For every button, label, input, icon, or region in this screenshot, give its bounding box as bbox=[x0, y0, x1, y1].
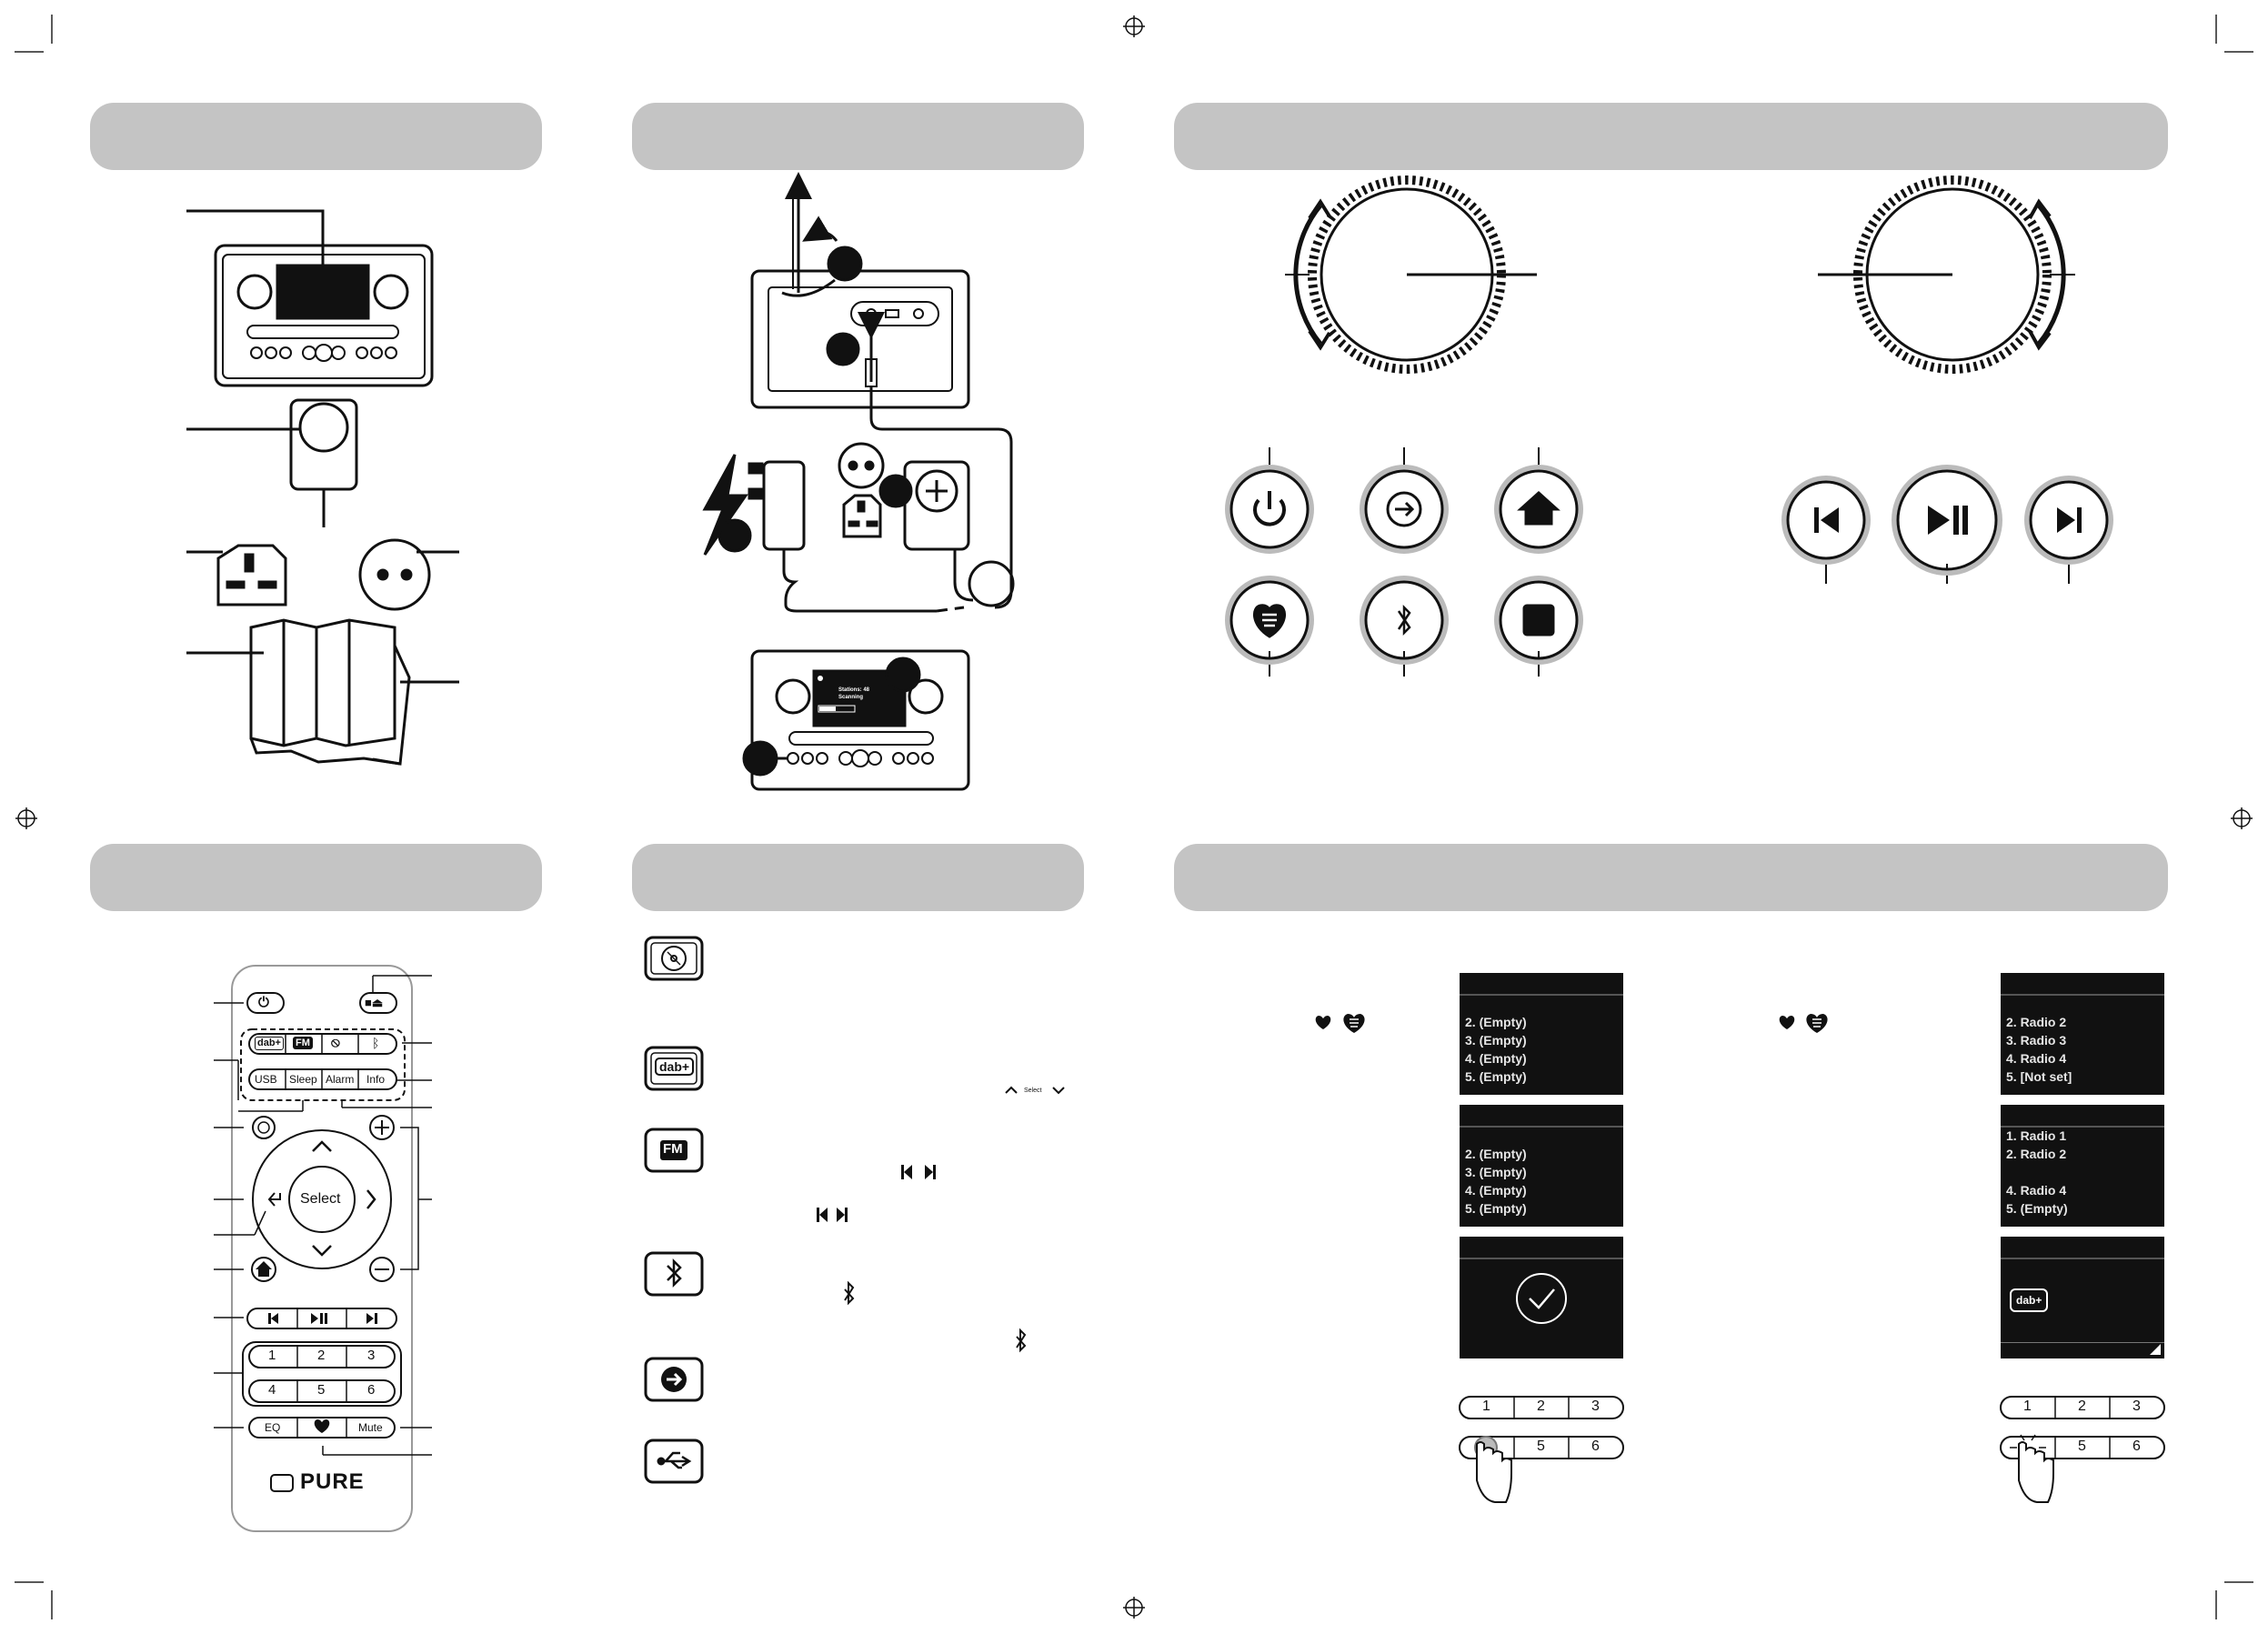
registration-target-icon bbox=[15, 15, 2253, 1619]
volume-dial-illustration bbox=[1285, 175, 1537, 374]
remote-dab-button[interactable]: dab+ bbox=[255, 1037, 284, 1050]
remote-eject-button[interactable]: ■⏏ bbox=[365, 996, 384, 1009]
keypad-left-5[interactable]: 5 bbox=[1537, 1439, 1545, 1454]
signal-icon bbox=[2150, 1344, 2161, 1355]
source-icons bbox=[644, 936, 1065, 1484]
screen-line: 3. (Empty) bbox=[1465, 1165, 1527, 1179]
remote-mute-button[interactable]: Mute bbox=[358, 1421, 383, 1434]
remote-control-illustration bbox=[214, 965, 432, 1532]
screen-line: 5. (Empty) bbox=[1465, 1069, 1527, 1084]
device-screen-content bbox=[818, 676, 856, 713]
box-contents-illustration bbox=[186, 209, 459, 766]
remote-preset-2[interactable]: 2 bbox=[317, 1348, 326, 1363]
checkmark-icon bbox=[1516, 1273, 1567, 1324]
device-screen-line2: Scanning bbox=[838, 695, 864, 700]
screen-line: 5. (Empty) bbox=[1465, 1201, 1527, 1216]
section-header-controls bbox=[1174, 103, 2168, 170]
remote-sleep-button[interactable]: Sleep bbox=[289, 1073, 317, 1086]
setup-illustration bbox=[702, 172, 1015, 791]
screen-line: 3. Radio 3 bbox=[2006, 1033, 2067, 1048]
screen-line: 2. (Empty) bbox=[1465, 1015, 1527, 1029]
keypad-right-6[interactable]: 6 bbox=[2133, 1439, 2141, 1454]
device-screen-line1: Stations: 48 bbox=[838, 687, 870, 693]
remote-fm-button[interactable]: FM bbox=[293, 1037, 313, 1049]
screen-line: 4. (Empty) bbox=[1465, 1183, 1527, 1198]
preset-screen-left-1: 2. (Empty) 3. (Empty) 4. (Empty) 5. (Emp… bbox=[1460, 973, 1623, 1095]
keypad-left-1[interactable]: 1 bbox=[1482, 1398, 1490, 1414]
keypad-left-2[interactable]: 2 bbox=[1537, 1398, 1545, 1414]
front-panel-buttons bbox=[1225, 447, 2113, 677]
fm-source-icon-label: FM bbox=[663, 1141, 683, 1157]
keypad-left-3[interactable]: 3 bbox=[1591, 1398, 1600, 1414]
keypad-right-5[interactable]: 5 bbox=[2078, 1439, 2086, 1454]
pure-logo: PURE bbox=[300, 1469, 365, 1494]
remote-info-button[interactable]: Info bbox=[366, 1073, 386, 1086]
screen-line: 2. Radio 2 bbox=[2006, 1015, 2067, 1029]
remote-eq-button[interactable]: EQ bbox=[265, 1421, 281, 1434]
screen-line: 2. Radio 2 bbox=[2006, 1147, 2067, 1161]
keypad-left-6[interactable]: 6 bbox=[1591, 1439, 1600, 1454]
tuning-dial-illustration bbox=[1818, 175, 2075, 374]
screen-line: 5. (Empty) bbox=[2006, 1201, 2068, 1216]
remote-preset-1[interactable]: 1 bbox=[268, 1348, 276, 1363]
preset-icons bbox=[1315, 1014, 1828, 1033]
section-header-box-contents bbox=[90, 103, 542, 170]
preset-screen-right-1: 2. Radio 2 3. Radio 3 4. Radio 4 5. [Not… bbox=[2001, 973, 2164, 1095]
screen-line: 2. (Empty) bbox=[1465, 1147, 1527, 1161]
remote-preset-3[interactable]: 3 bbox=[367, 1348, 376, 1363]
select-hint-text: Select bbox=[1024, 1088, 1042, 1094]
screen-line: 4. Radio 4 bbox=[2006, 1051, 2067, 1066]
remote-preset-6[interactable]: 6 bbox=[367, 1382, 376, 1398]
remote-preset-5[interactable]: 5 bbox=[317, 1382, 326, 1398]
screen-line: 4. (Empty) bbox=[1465, 1051, 1527, 1066]
section-header-setup bbox=[632, 103, 1084, 170]
keypad-right-3[interactable]: 3 bbox=[2133, 1398, 2141, 1414]
screen-line: 5. [Not set] bbox=[2006, 1069, 2072, 1084]
preset-screen-right-2: 1. Radio 1 2. Radio 2 4. Radio 4 5. (Emp… bbox=[2001, 1105, 2164, 1227]
preset-screen-right-3: dab+ bbox=[2001, 1237, 2164, 1358]
dab-logo: dab+ bbox=[2010, 1288, 2049, 1312]
dab-source-icon-label: dab+ bbox=[655, 1058, 695, 1076]
remote-power-button[interactable]: ⏻ bbox=[258, 995, 269, 1010]
preset-keypads bbox=[1459, 1396, 2165, 1503]
screen-line: 4. Radio 4 bbox=[2006, 1183, 2067, 1198]
screen-line: 1. Radio 1 bbox=[2006, 1128, 2067, 1143]
remote-cd-button[interactable]: ⦸ bbox=[331, 1035, 340, 1050]
keypad-right-2[interactable]: 2 bbox=[2078, 1398, 2086, 1414]
section-header-sources bbox=[632, 844, 1084, 911]
remote-usb-button[interactable]: USB bbox=[255, 1073, 277, 1086]
remote-alarm-button[interactable]: Alarm bbox=[326, 1073, 355, 1086]
section-header-presets bbox=[1174, 844, 2168, 911]
preset-screen-left-2: 2. (Empty) 3. (Empty) 4. (Empty) 5. (Emp… bbox=[1460, 1105, 1623, 1227]
preset-screen-left-3 bbox=[1460, 1237, 1623, 1358]
screen-line: 3. (Empty) bbox=[1465, 1033, 1527, 1048]
crop-marks bbox=[15, 15, 2253, 1619]
remote-preset-4[interactable]: 4 bbox=[268, 1382, 276, 1398]
keypad-right-1[interactable]: 1 bbox=[2023, 1398, 2032, 1414]
remote-select-button[interactable]: Select bbox=[300, 1191, 341, 1207]
section-header-remote bbox=[90, 844, 542, 911]
remote-bluetooth-button[interactable]: ᛒ bbox=[372, 1036, 380, 1050]
